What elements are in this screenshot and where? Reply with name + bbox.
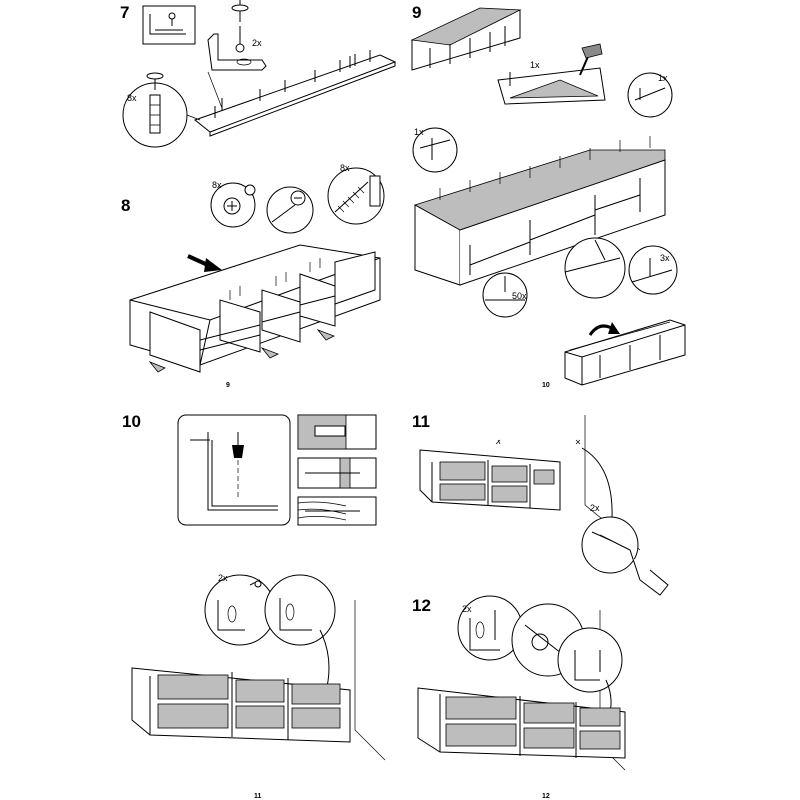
nail-50x-detail-circle [482, 272, 528, 318]
l-bracket [207, 33, 267, 71]
step-number-10: 10 [122, 412, 141, 431]
step-12-illustration [417, 595, 626, 771]
quantity-label: 2x [462, 604, 472, 614]
nail-3x-detail-circle [628, 245, 678, 295]
page-11-illustration [131, 574, 386, 761]
wall-fixing-box [177, 414, 291, 526]
step-number-9: 9 [412, 3, 422, 22]
flip-arrow [608, 322, 620, 334]
quantity-label: 3x [660, 253, 670, 263]
direction-arrow [204, 258, 222, 272]
drill-detail-circle [581, 516, 639, 574]
quantity-label: 1x [414, 127, 424, 137]
flipped-cabinet [564, 319, 686, 386]
cam-insert-detail-circle [266, 186, 314, 234]
quantity-label: 2x [218, 573, 228, 583]
quantity-label: 2x [590, 503, 600, 513]
quantity-label: 1x [530, 60, 540, 70]
step-number-8: 8 [121, 196, 131, 215]
nail-detail-circle-left [412, 127, 458, 173]
quantity-label: 50x [512, 291, 527, 301]
drill [599, 534, 669, 596]
edge-detail-circle [564, 237, 626, 299]
step-number-11: 11 [412, 412, 430, 431]
adjust-detail-circle [557, 627, 623, 693]
step-number-12: 12 [412, 596, 431, 615]
hammer [581, 43, 603, 59]
page-number: 10 [542, 382, 550, 389]
quantity-label: 8x [212, 180, 222, 190]
quantity-label: 8x [340, 163, 350, 173]
step-11-illustration [419, 415, 669, 596]
page-number: 9 [226, 382, 230, 389]
quantity-label: 2x [252, 38, 262, 48]
step-9-illustration [410, 7, 686, 386]
nail-detail-circle-right [627, 72, 673, 118]
step-8-illustration [129, 167, 385, 373]
quantity-label: 1x [658, 73, 668, 83]
step-10-illustration [177, 414, 377, 526]
bracket-hint-box [142, 5, 196, 45]
bracket-detail-circle-2 [264, 574, 336, 646]
step-number-7: 7 [120, 3, 130, 22]
page-number: 11 [254, 793, 262, 800]
quantity-label: 8x [127, 93, 137, 103]
step-7-illustration [122, 0, 397, 148]
page-number: 12 [542, 793, 550, 800]
